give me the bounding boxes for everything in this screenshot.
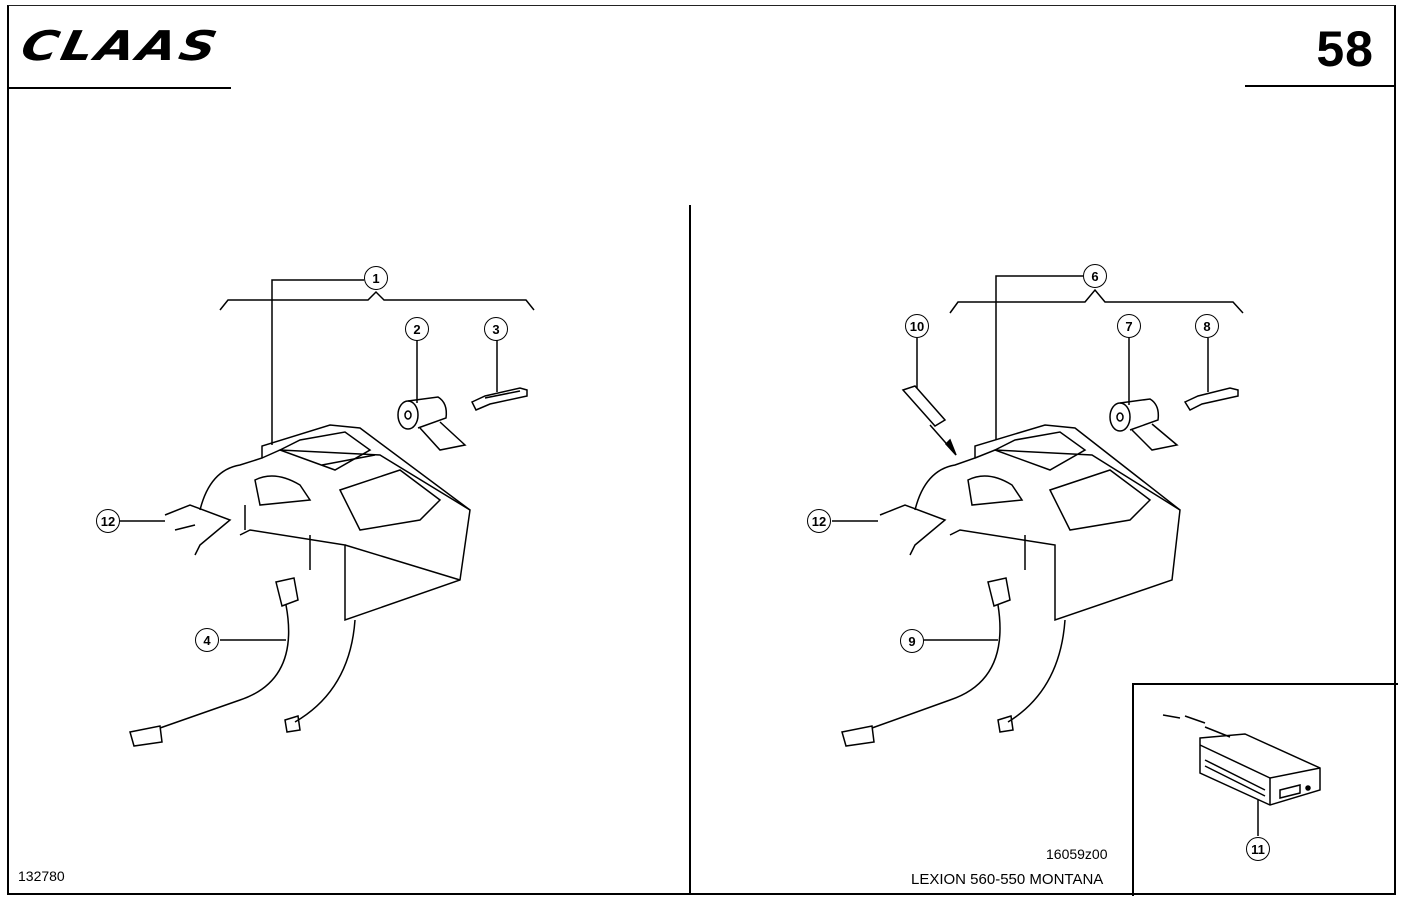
callout-10: 10 bbox=[905, 314, 929, 338]
callout-6: 6 bbox=[1083, 264, 1107, 288]
callout-11: 11 bbox=[1246, 837, 1270, 861]
callout-7: 7 bbox=[1117, 314, 1141, 338]
header-rule-right bbox=[1245, 85, 1396, 87]
bracket-icon bbox=[1183, 387, 1239, 411]
reference-code: 16059z00 bbox=[1046, 846, 1108, 862]
inset-frame bbox=[1132, 683, 1398, 896]
callout-4: 4 bbox=[195, 628, 219, 652]
panel-divider bbox=[689, 205, 691, 895]
printer-housing-icon bbox=[879, 424, 1181, 622]
bracket-icon bbox=[470, 387, 528, 411]
callout-8: 8 bbox=[1195, 314, 1219, 338]
page-frame bbox=[7, 5, 1396, 895]
header-rule-left bbox=[7, 87, 231, 89]
printer-housing-icon bbox=[164, 424, 471, 622]
paper-roll-icon bbox=[397, 396, 467, 451]
callout-12-right: 12 bbox=[807, 509, 831, 533]
callout-1: 1 bbox=[364, 266, 388, 290]
left-assembly bbox=[120, 279, 535, 747]
callout-2: 2 bbox=[405, 317, 429, 341]
data-card-icon bbox=[901, 385, 957, 456]
right-assembly bbox=[832, 275, 1244, 747]
callout-3: 3 bbox=[484, 317, 508, 341]
callout-12-left: 12 bbox=[96, 509, 120, 533]
paper-roll-icon bbox=[1109, 398, 1179, 451]
callout-9: 9 bbox=[900, 629, 924, 653]
electronic-module-icon bbox=[1162, 714, 1321, 806]
cable-connector-icon bbox=[129, 577, 356, 747]
page-number: 58 bbox=[1316, 21, 1374, 77]
cable-connector-icon bbox=[841, 577, 1066, 747]
model-name: LEXION 560-550 MONTANA bbox=[911, 871, 1104, 888]
drawing-number: 132780 bbox=[18, 868, 65, 884]
